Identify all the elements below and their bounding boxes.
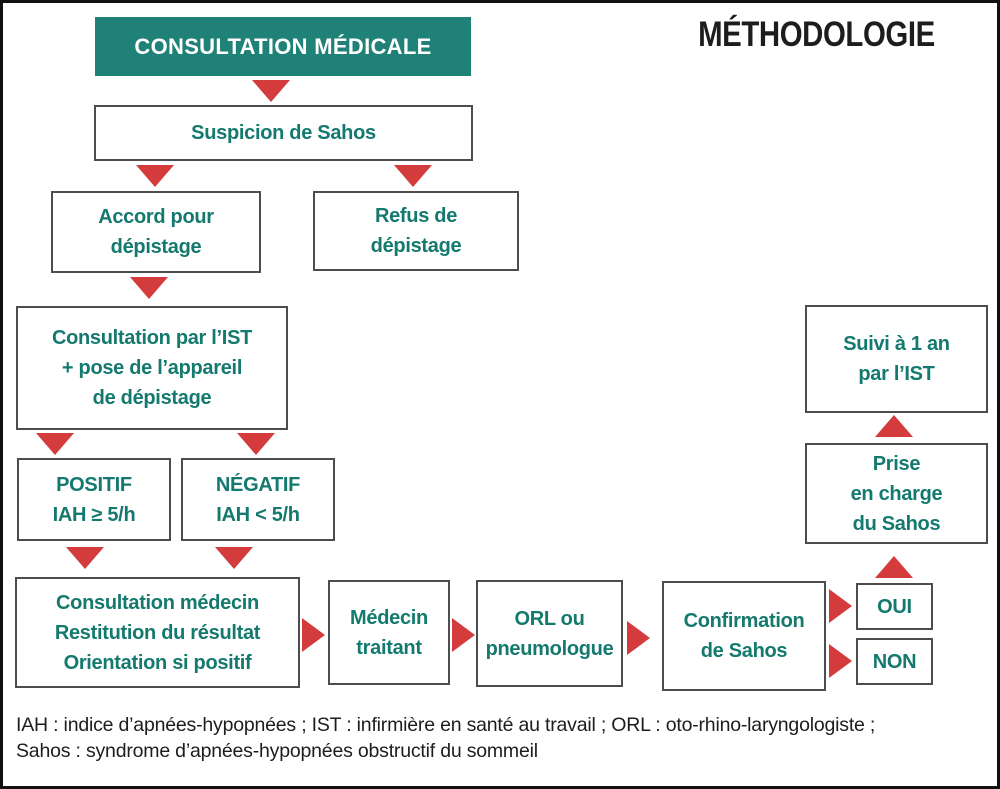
arrow-down-to-accord-icon bbox=[136, 165, 174, 187]
arrow-right-to-oui-icon bbox=[829, 589, 852, 623]
node-consultation-medecin: Consultation médecin Restitution du résu… bbox=[15, 577, 300, 688]
node-oui: OUI bbox=[856, 583, 933, 630]
arrow-down-to-consultation-ist-icon bbox=[130, 277, 168, 299]
page-title: MÉTHODOLOGIE bbox=[698, 15, 935, 54]
arrow-up-to-suivi-icon bbox=[875, 415, 913, 437]
arrow-up-to-prise-en-charge-icon bbox=[875, 556, 913, 578]
node-orl-pneumologue: ORL ou pneumologue bbox=[476, 580, 623, 687]
node-medecin-traitant: Médecin traitant bbox=[328, 580, 450, 685]
arrow-right-to-orl-icon bbox=[452, 618, 475, 652]
footnote-line-2: Sahos : syndrome d’apnées-hypopnées obst… bbox=[16, 739, 538, 762]
node-suspicion-sahos: Suspicion de Sahos bbox=[94, 105, 473, 161]
arrow-right-to-non-icon bbox=[829, 644, 852, 678]
arrow-down-to-refus-icon bbox=[394, 165, 432, 187]
arrow-down-from-positif-icon bbox=[66, 547, 104, 569]
node-negatif: NÉGATIF IAH < 5/h bbox=[181, 458, 335, 541]
node-suivi-1-an: Suivi à 1 an par l’IST bbox=[805, 305, 988, 413]
footnote: IAH : indice d’apnées-hypopnées ; IST : … bbox=[16, 713, 983, 765]
node-accord-depistage: Accord pour dépistage bbox=[51, 191, 261, 273]
arrow-down-to-positif-icon bbox=[36, 433, 74, 455]
arrow-down-from-negatif-icon bbox=[215, 547, 253, 569]
arrow-down-to-suspicion-icon bbox=[252, 80, 290, 102]
arrow-right-to-medecin-traitant-icon bbox=[302, 618, 325, 652]
node-confirmation-sahos: Confirmation de Sahos bbox=[662, 581, 826, 691]
node-prise-en-charge: Prise en charge du Sahos bbox=[805, 443, 988, 544]
node-non: NON bbox=[856, 638, 933, 685]
node-refus-depistage: Refus de dépistage bbox=[313, 191, 519, 271]
arrow-down-to-negatif-icon bbox=[237, 433, 275, 455]
footnote-line-1: IAH : indice d’apnées-hypopnées ; IST : … bbox=[16, 714, 876, 736]
arrow-right-to-confirmation-icon bbox=[627, 621, 650, 655]
node-consultation-medicale: CONSULTATION MÉDICALE bbox=[95, 17, 471, 76]
node-consultation-ist: Consultation par l’IST + pose de l’appar… bbox=[16, 306, 288, 430]
node-positif: POSITIF IAH ≥ 5/h bbox=[17, 458, 171, 541]
